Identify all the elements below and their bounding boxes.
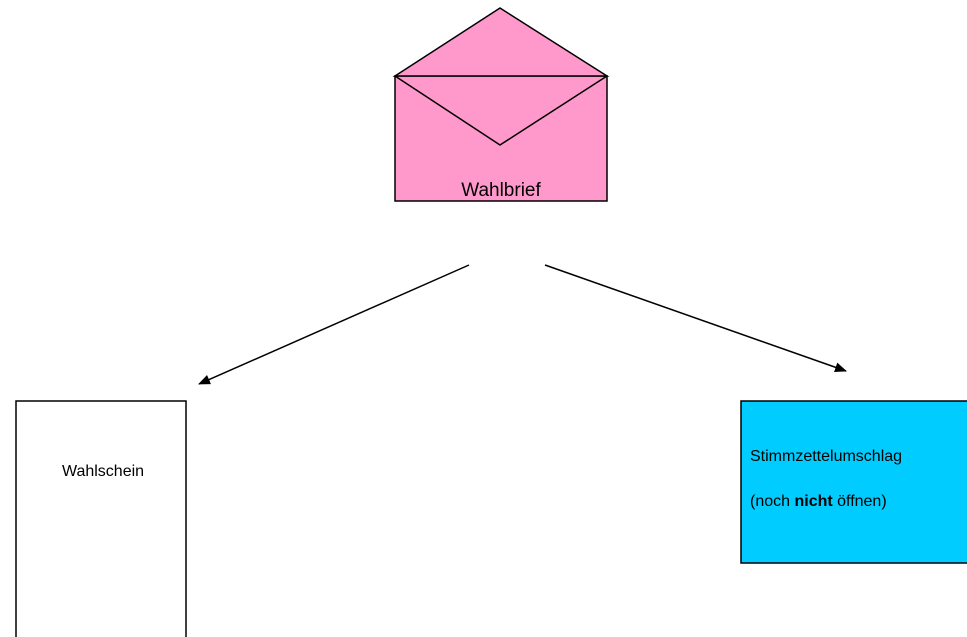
arrow-to-wahlschein — [198, 264, 470, 385]
arrow-to-stimmzettelumschlag — [544, 264, 847, 373]
wahlschein-label: Wahlschein — [62, 463, 144, 480]
stimmzettelumschlag-note: (noch nicht öffnen) — [750, 493, 887, 510]
note-bold: nicht — [794, 493, 833, 510]
envelope-inner-fold — [394, 75, 608, 146]
envelope-flap — [392, 7, 610, 77]
envelope-label: Wahlbrief — [461, 180, 541, 201]
wahlschein-box: Wahlschein — [15, 400, 187, 637]
envelope-body — [394, 75, 608, 202]
note-prefix: (noch — [750, 493, 794, 510]
stimmzettelumschlag-label: Stimmzettelumschlag — [750, 448, 902, 465]
note-suffix: öffnen) — [833, 493, 887, 510]
stimmzettelumschlag-box: Stimmzettelumschlag (noch nicht öffnen) — [740, 400, 967, 564]
wahlschein-rect — [15, 400, 187, 637]
stimmzettelumschlag-rect — [740, 400, 967, 564]
envelope-wahlbrief: Wahlbrief — [392, 7, 610, 202]
